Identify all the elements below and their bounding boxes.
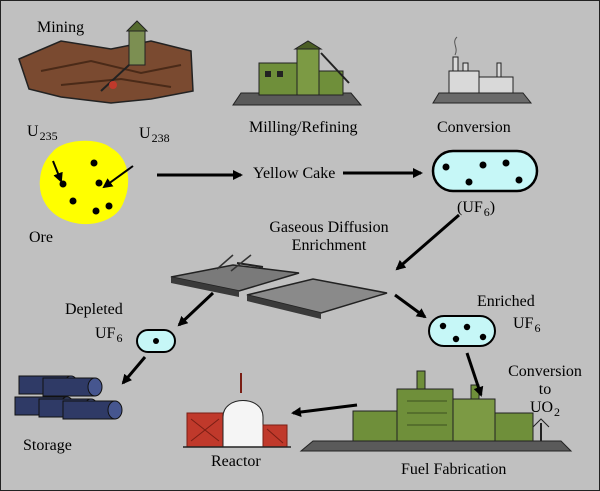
ore-dot (95, 179, 103, 187)
ore-dot (92, 207, 100, 215)
depleted-uf6-formula: UF (95, 325, 116, 342)
u238-mass-number: 238 (151, 131, 170, 145)
label-storage: Storage (23, 437, 72, 454)
uf6-formula: (UF (457, 199, 483, 216)
ore-dot (59, 180, 67, 188)
gaseous-diffusion-plant-illustration (170, 254, 388, 319)
depleted-uf6-subscript: 6 (116, 331, 123, 345)
u235-pointer-arrow (52, 160, 63, 183)
uo2-formula: UO (529, 399, 554, 416)
enrichment-line: Enrichment (291, 237, 367, 254)
arrow-enriched-to-fuel-fabrication (465, 352, 484, 397)
uo2-subscript: 2 (554, 405, 561, 419)
label-fuel-fabrication: Fuel Fabrication (401, 461, 507, 478)
conversion-line: Conversion (508, 363, 582, 380)
label-conversion-to-uo2: Conversion to UO2 (497, 363, 593, 421)
arrow-depleted-to-storage (121, 356, 147, 385)
ore-dot (90, 159, 98, 167)
conversion-plant-illustration (432, 36, 533, 104)
u235-mass-number: 235 (39, 129, 58, 143)
label-enriched: Enriched (477, 293, 535, 310)
u235-symbol: U (27, 123, 39, 140)
enriched-uf6-subscript: 6 (534, 321, 541, 335)
enriched-uf6-formula: UF (513, 315, 534, 332)
ore-blob (39, 140, 129, 224)
gaseous-diffusion-line: Gaseous Diffusion (269, 219, 389, 236)
label-milling-refining: Milling/Refining (249, 119, 358, 136)
reactor-illustration (183, 373, 291, 448)
label-gaseous-diffusion-enrichment: Gaseous Diffusion Enrichment (259, 219, 399, 255)
ore-dot (69, 197, 77, 205)
uf6-subscript: 6 (483, 205, 490, 219)
enriched-uf6-capsule (428, 315, 496, 347)
label-depleted-uf6: UF6 (95, 325, 122, 347)
depleted-uf6-capsule (136, 329, 176, 353)
uf6-capsule (431, 149, 539, 193)
mill-building-illustration (232, 40, 363, 106)
label-yellow-cake: Yellow Cake (253, 165, 336, 182)
label-enriched-uf6: UF6 (513, 315, 540, 337)
label-mining: Mining (37, 19, 85, 36)
u238-symbol: U (139, 125, 151, 142)
label-ore: Ore (29, 229, 53, 246)
uf6-close-paren: ) (489, 199, 496, 216)
label-u235: U235 (27, 123, 58, 145)
arrow-enrichment-to-depleted (177, 291, 215, 327)
to-line: to (538, 381, 552, 398)
label-depleted: Depleted (65, 301, 123, 318)
uo2-line: UO2 (497, 399, 593, 421)
mining-illustration (18, 20, 194, 104)
storage-cylinders-illustration (14, 375, 123, 420)
u238-pointer-arrow (102, 165, 134, 189)
ore-dot (105, 202, 113, 210)
label-conversion: Conversion (437, 119, 511, 136)
label-reactor: Reactor (211, 453, 261, 470)
arrow-fuel-fabrication-to-reactor (291, 403, 358, 417)
label-uf6: (UF6) (457, 199, 495, 221)
arrow-uf6-to-enrichment (395, 213, 460, 271)
arrow-enrichment-to-enriched (394, 293, 427, 319)
label-u238: U238 (139, 125, 170, 147)
fuel-fabrication-plant-illustration (299, 370, 573, 452)
